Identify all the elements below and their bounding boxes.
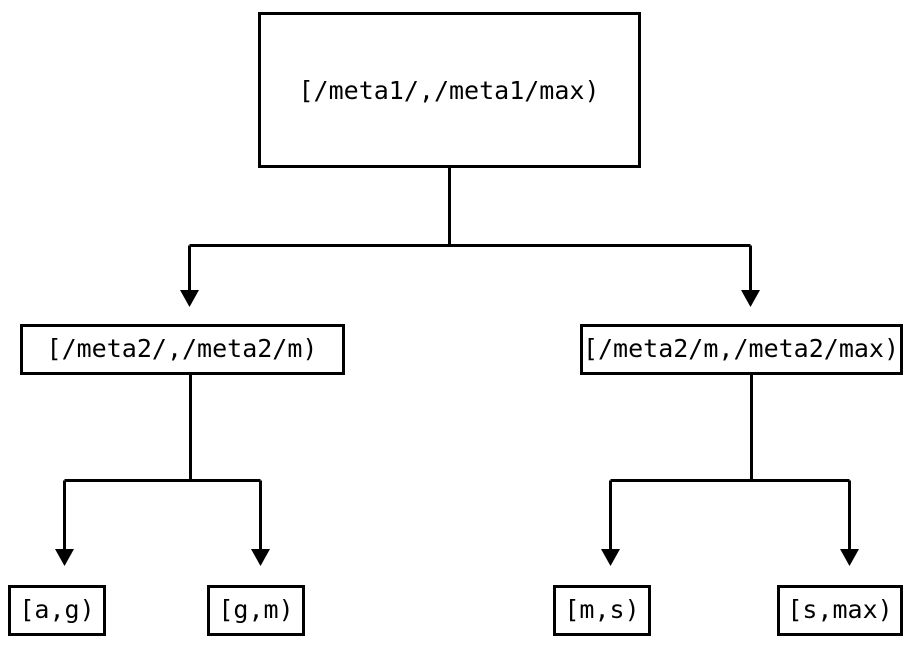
node-level2-right[interactable]: [/meta2/m,/meta2/max) — [580, 324, 903, 375]
node-level2-left-box[interactable] — [20, 324, 345, 375]
node-leaf-3[interactable]: [m,s) — [553, 585, 651, 636]
edge-group-level2-left — [55, 375, 270, 566]
node-level2-right-label: [/meta2/m,/meta2/max) — [583, 334, 899, 363]
node-leaf-1-label: [a,g) — [19, 595, 94, 624]
node-level2-left[interactable]: [/meta2/,/meta2/m) — [20, 324, 345, 375]
arrowhead-to-leaf-4 — [840, 549, 859, 566]
arrowhead-root-to-right — [741, 290, 760, 307]
node-leaf-3-label: [m,s) — [564, 595, 639, 624]
node-leaf-4[interactable]: [s,max) — [777, 585, 903, 636]
arrowhead-to-leaf-2 — [251, 549, 270, 566]
edge-group-root — [180, 167, 760, 307]
node-level2-right-box[interactable] — [580, 324, 903, 375]
node-leaf-3-box[interactable] — [553, 585, 651, 636]
node-root-box[interactable] — [258, 12, 641, 168]
node-leaf-1[interactable]: [a,g) — [8, 585, 106, 636]
node-root[interactable]: [/meta1/,/meta1/max) — [258, 12, 641, 168]
node-leaf-2[interactable]: [g,m) — [207, 585, 305, 636]
node-root-label: [/meta1/,/meta1/max) — [298, 76, 599, 105]
node-leaf-2-label: [g,m) — [218, 595, 293, 624]
node-leaf-2-box[interactable] — [207, 585, 305, 636]
node-level2-left-label: [/meta2/,/meta2/m) — [47, 334, 318, 363]
edge-group-level2-right — [601, 375, 859, 566]
node-leaf-4-label: [s,max) — [787, 595, 892, 624]
node-leaf-4-box[interactable] — [777, 585, 903, 636]
arrowhead-to-leaf-1 — [55, 549, 74, 566]
arrowhead-to-leaf-3 — [601, 549, 620, 566]
node-leaf-1-box[interactable] — [8, 585, 106, 636]
arrowhead-root-to-left — [180, 290, 199, 307]
